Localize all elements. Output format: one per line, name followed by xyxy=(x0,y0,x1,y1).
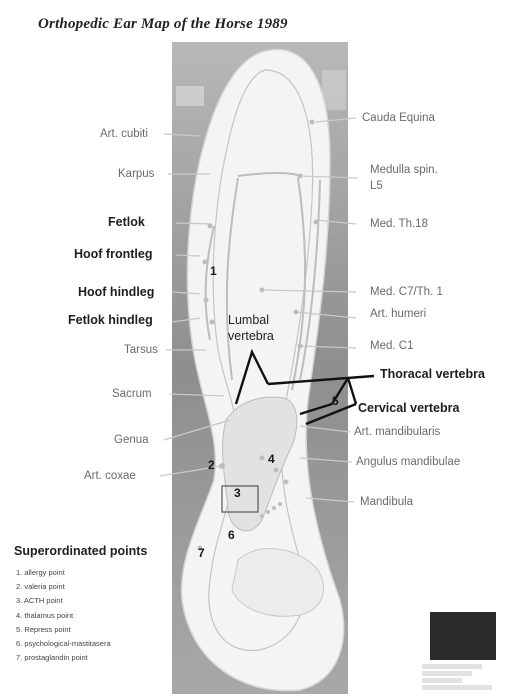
list-item: 3. ACTH point xyxy=(16,594,111,608)
inset-caption-lines xyxy=(422,664,506,692)
label-medulla-spin: Medulla spin. xyxy=(370,164,438,177)
point-number-6: 6 xyxy=(228,528,235,542)
label-med-c7-th1: Med. C7/Th. 1 xyxy=(370,286,443,299)
inset-photo xyxy=(430,612,496,660)
inset-photo-panel xyxy=(418,612,506,694)
label-cauda-equina: Cauda Equina xyxy=(362,112,435,125)
list-item: 4. thalamus point xyxy=(16,609,111,623)
point-number-5: 5 xyxy=(332,394,339,408)
list-item: 2. valeria point xyxy=(16,580,111,594)
label-mandibula: Mandibula xyxy=(360,496,413,509)
label-hoof-frontleg: Hoof frontleg xyxy=(74,248,152,261)
label-med-c1: Med. C1 xyxy=(370,340,413,353)
list-item: 7. prostaglandin point xyxy=(16,651,111,665)
list-item: 1. allergy point xyxy=(16,566,111,580)
point-number-7: 7 xyxy=(198,546,205,560)
superordinated-list: 1. allergy point 2. valeria point 3. ACT… xyxy=(16,566,111,665)
label-cervical-vertebra: Cervical vertebra xyxy=(358,402,459,415)
label-sacrum: Sacrum xyxy=(112,388,152,401)
list-item: 5. Repress point xyxy=(16,623,111,637)
label-art-coxae: Art. coxae xyxy=(84,470,136,483)
label-med-th18: Med. Th.18 xyxy=(370,218,428,231)
page-title: Orthopedic Ear Map of the Horse 1989 xyxy=(38,16,288,33)
label-thoracal-vertebra: Thoracal vertebra xyxy=(380,368,485,381)
list-item: 6. psychological-mastitasera xyxy=(16,637,111,651)
label-angulus-mandibulae: Angulus mandibulae xyxy=(356,456,460,469)
label-karpus: Karpus xyxy=(118,168,154,181)
label-art-mandibularis: Art. mandibularis xyxy=(354,426,440,439)
point-number-2: 2 xyxy=(208,458,215,472)
label-art-humeri: Art. humeri xyxy=(370,308,426,321)
label-fetlok-hindleg: Fetlok hindleg xyxy=(68,314,153,327)
label-genua: Genua xyxy=(114,434,149,447)
superordinated-title: Superordinated points xyxy=(14,544,147,558)
label-tarsus: Tarsus xyxy=(124,344,158,357)
label-art-cubiti: Art. cubiti xyxy=(100,128,148,141)
label-fetlok: Fetlok xyxy=(108,216,145,229)
label-lumbal-vertebra: Lumbal vertebra xyxy=(228,312,274,344)
point-number-3: 3 xyxy=(234,486,241,500)
label-hoof-hindleg: Hoof hindleg xyxy=(78,286,154,299)
point-number-4: 4 xyxy=(268,452,275,466)
label-l5: L5 xyxy=(370,180,383,193)
point-number-1: 1 xyxy=(210,264,217,278)
